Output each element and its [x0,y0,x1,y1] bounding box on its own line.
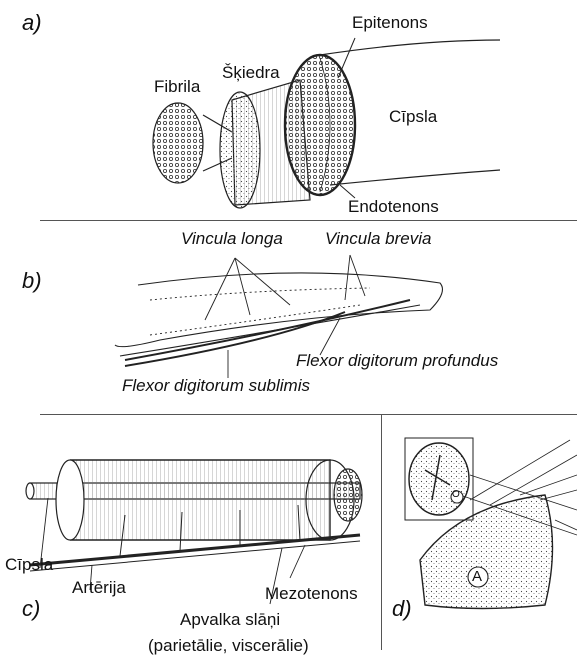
label-skiedra: Šķiedra [222,64,280,81]
label-cipsla-a: Cīpsla [389,108,437,125]
label-mezotenons: Mezotenons [265,585,358,602]
label-cipsla-c: Cīpsla [5,556,53,573]
panel-a-drawing [153,38,500,208]
label-flexor-profundus: Flexor digitorum profundus [296,352,498,369]
label-arterija: Artērija [72,579,126,596]
label-apvalka: Apvalka slāņi [180,611,280,628]
label-vincula-brevia: Vincula brevia [325,230,431,247]
label-apvalka-sub: (parietālie, viscerālie) [148,637,309,654]
panel-d-drawing [405,438,577,609]
marker-o: O [452,490,460,500]
label-fibrila: Fibrila [154,78,200,95]
label-vincula-longa: Vincula longa [181,230,283,247]
label-flexor-sublimis: Flexor digitorum sublimis [122,377,310,394]
marker-a: A [472,569,482,584]
label-endotenons: Endotenons [348,198,439,215]
label-epitenons: Epitenons [352,14,428,31]
